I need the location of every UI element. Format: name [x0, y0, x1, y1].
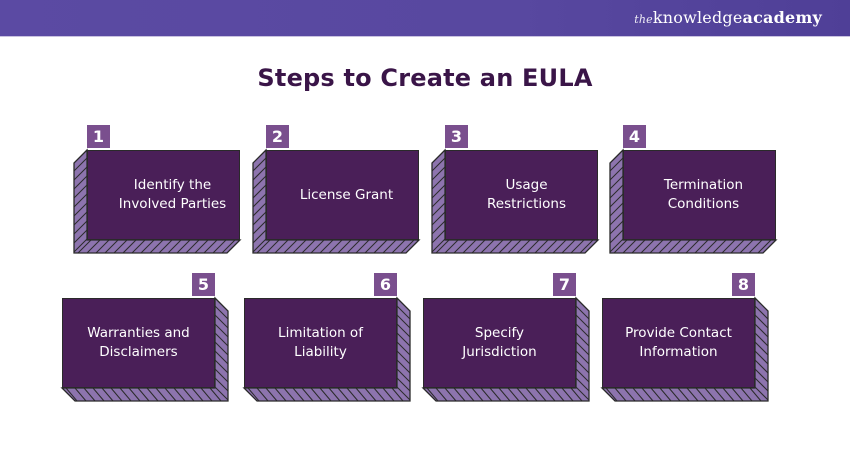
step-label-line-1: Specify: [474, 325, 525, 341]
step-label-line-2: Conditions: [667, 196, 740, 212]
step-label-line-2: Restrictions: [486, 196, 567, 212]
step-label-line-1: Identify the: [133, 177, 212, 193]
step-number-badge: 4: [623, 125, 646, 148]
step-number-badge: 7: [553, 273, 576, 296]
step-label-line-2: Disclaimers: [99, 344, 178, 360]
step-label-line-2: Involved Parties: [118, 196, 227, 212]
step-label-line-1: Limitation of: [278, 325, 363, 341]
step-label: Limitation of Liability: [278, 324, 363, 362]
brand-the: the: [634, 13, 653, 26]
diagram-title: Steps to Create an EULA: [257, 64, 593, 92]
header-bar: theknowledgeacademy: [0, 0, 850, 37]
step-label-line-2: Jurisdiction: [462, 344, 537, 360]
step-number-badge: 3: [445, 125, 468, 148]
step-label-line-1: License Grant: [299, 186, 394, 203]
step-number-badge: 2: [266, 125, 289, 148]
step-box: License Grant: [266, 150, 419, 240]
step-number-badge: 5: [192, 273, 215, 296]
step-label-line-1: Warranties and: [87, 325, 190, 341]
brand-logo[interactable]: theknowledgeacademy: [634, 8, 822, 27]
step-number-badge: 8: [732, 273, 755, 296]
step-label-line-1: Termination: [663, 177, 744, 193]
brand-knowledge: knowledge: [652, 8, 743, 27]
brand-academy: academy: [742, 8, 822, 27]
step-label-line-2: Information: [639, 344, 718, 360]
step-label: License Grant: [300, 186, 393, 205]
step-label-line-1: Provide Contact: [625, 325, 732, 341]
step-label-line-2: Liability: [294, 344, 347, 360]
step-label-line-1: Usage: [505, 177, 548, 193]
step-box: Limitation of Liability: [244, 298, 397, 388]
step-number-badge: 1: [87, 125, 110, 148]
step-number-badge: 6: [374, 273, 397, 296]
